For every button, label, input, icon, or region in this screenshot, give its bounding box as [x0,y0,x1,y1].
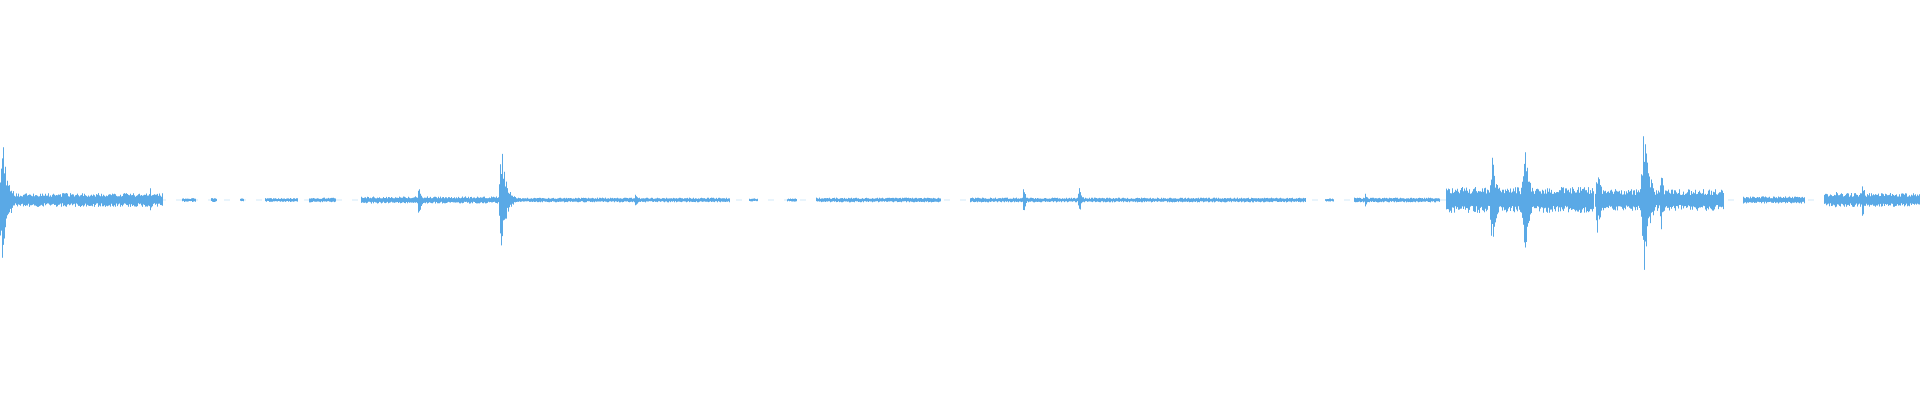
waveform-trace [0,136,1920,270]
